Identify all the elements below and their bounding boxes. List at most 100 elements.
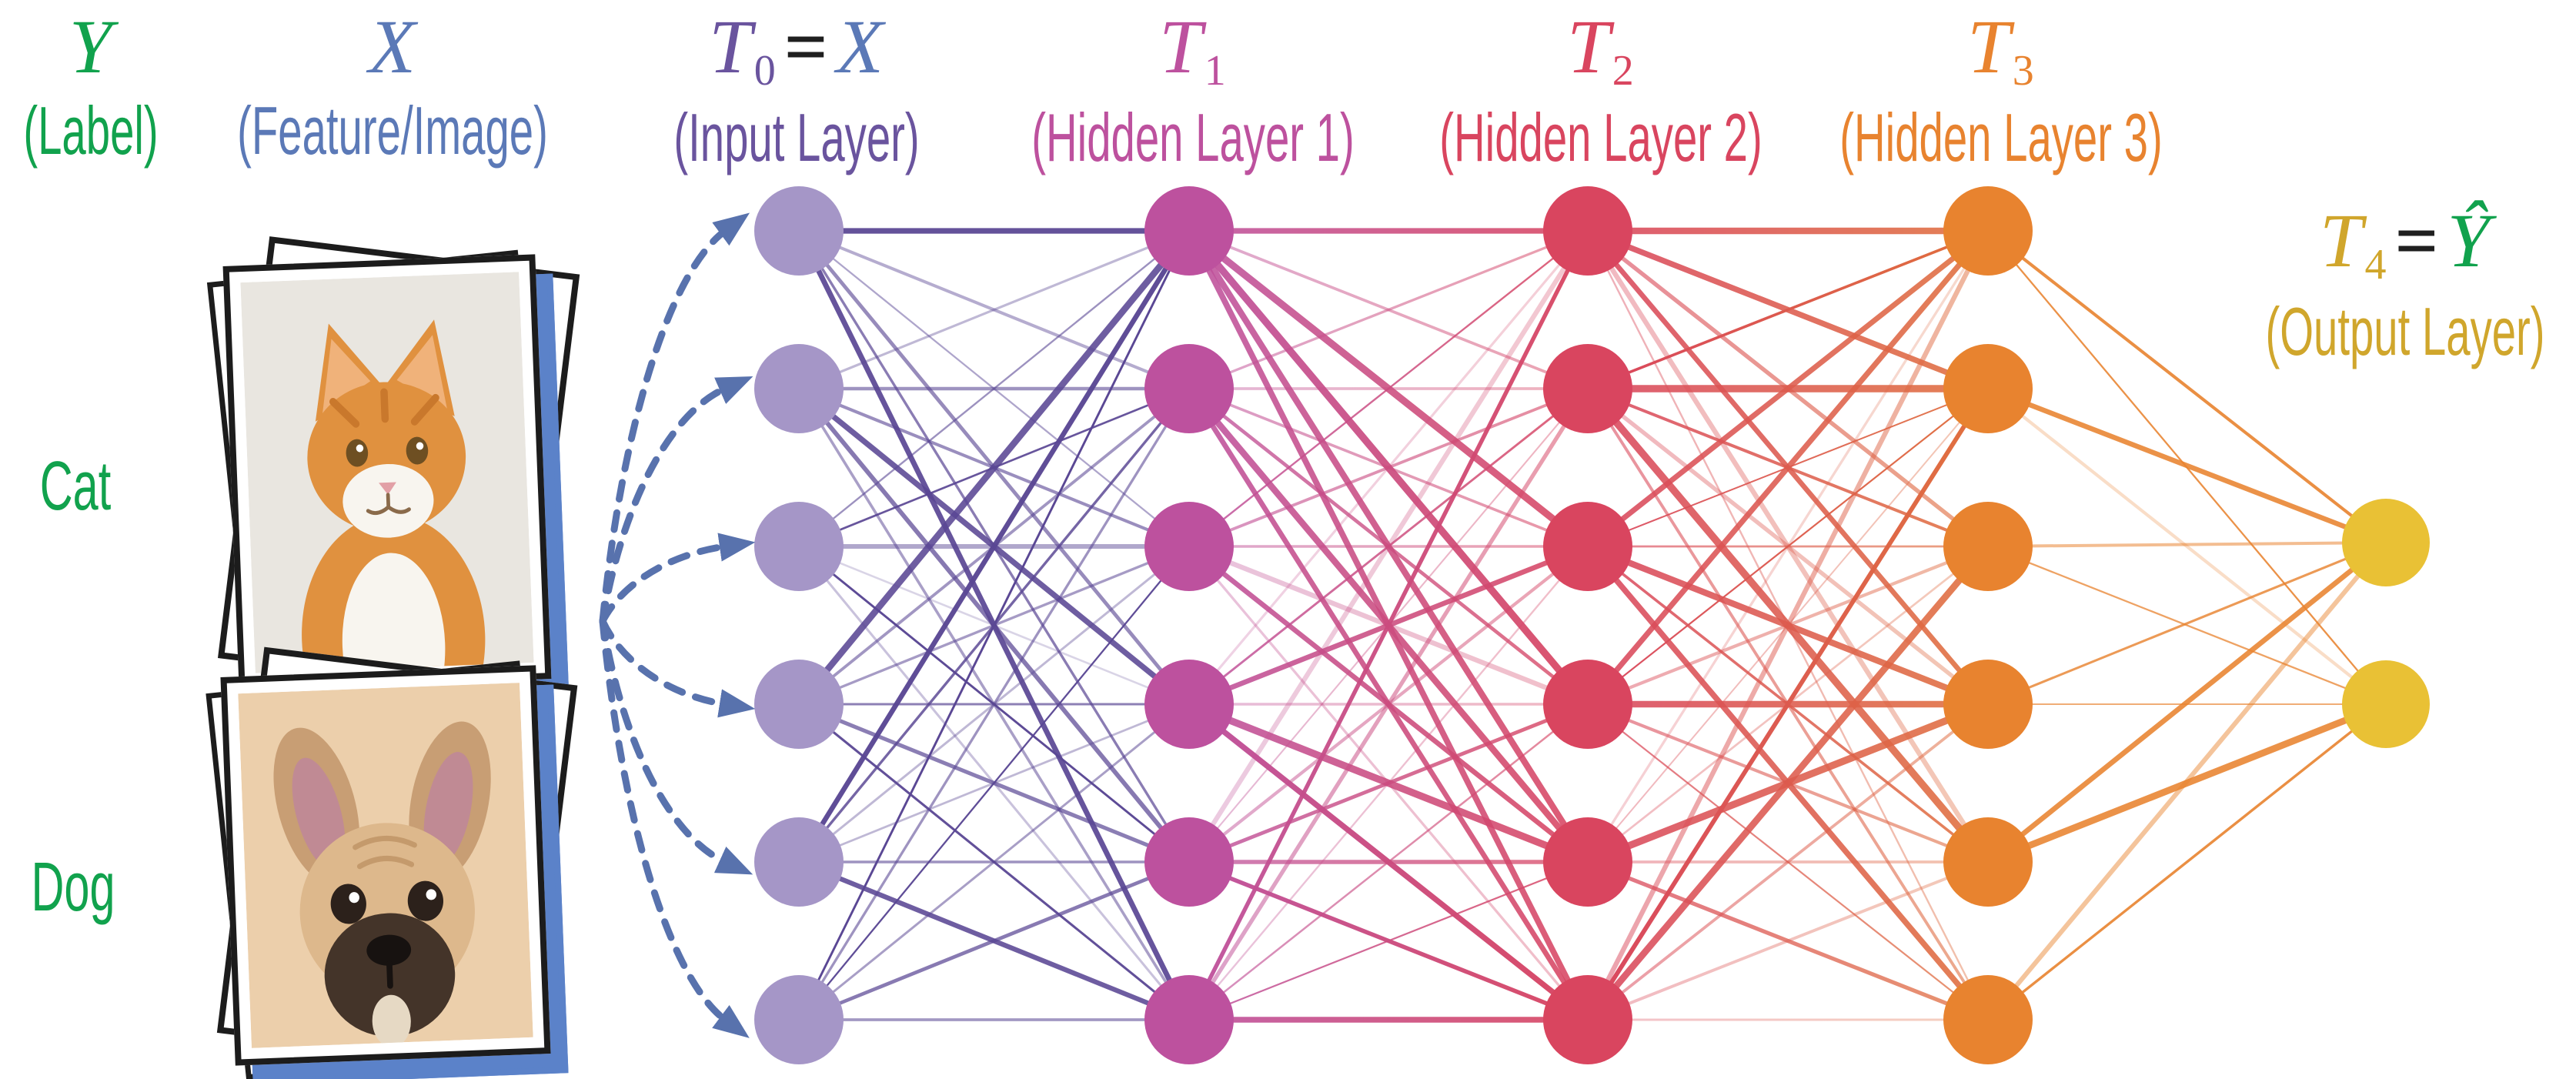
dog-photo (220, 665, 551, 1066)
header-caption: (Hidden Layer 2) (1348, 103, 1853, 172)
cat-photo (222, 254, 552, 691)
hidden3-node (1943, 502, 2033, 591)
header-caption: (Hidden Layer 3) (1749, 99, 2253, 175)
input-feed-arrow (599, 212, 750, 625)
edge-hidden1-hidden2 (1188, 229, 1589, 706)
column-header-x: X(Feature/Image) (150, 8, 636, 165)
input-feed-arrow (599, 617, 750, 1038)
edge-input-hidden1 (798, 229, 1190, 390)
hidden3-node (1943, 344, 2033, 433)
column-header-y: Y(Label) (0, 8, 196, 165)
math-symbol: Ŷ (2447, 198, 2491, 283)
edge-hidden1-hidden2 (1188, 703, 1589, 1021)
edge-layer (796, 227, 2388, 1023)
input-node (754, 186, 844, 276)
math-symbol: Y (68, 4, 113, 89)
input-feed-arrow (599, 617, 756, 718)
edge-hidden1-hidden2 (1188, 229, 1589, 390)
input-node (754, 502, 844, 591)
math-symbol: T (2319, 198, 2364, 283)
math-subscript: 0 (753, 46, 777, 95)
edge-hidden2-hidden3 (1586, 703, 1990, 1021)
header-math-line: T0=X (605, 8, 989, 93)
header-math-line: T3 (1749, 8, 2253, 93)
math-subscript: 1 (1204, 46, 1227, 95)
hidden2-node (1543, 502, 1632, 591)
header-caption-text: (Hidden Layer 3) (1839, 99, 2163, 175)
hidden3-node (1943, 975, 2033, 1064)
edge-hidden2-hidden3 (1585, 229, 1990, 707)
node-layer (754, 186, 2430, 1064)
edge-hidden3-output (1986, 541, 2388, 1021)
edge-input-hidden1 (797, 229, 1191, 864)
output-node (2342, 660, 2430, 748)
edge-input-hidden1 (797, 230, 1191, 1021)
header-caption-text: (Input Layer) (673, 99, 920, 175)
input-arrow-layer (599, 212, 756, 1038)
row-label-dog: Dog (9, 853, 136, 922)
math-symbol: T (1967, 4, 2011, 89)
edge-hidden2-hidden3 (1585, 229, 1990, 1021)
edge-hidden3-output (1987, 541, 2387, 548)
dog-illustration (238, 683, 533, 1048)
cat-illustration (240, 272, 534, 673)
dog-photo-stack (205, 646, 578, 1079)
column-header-t0: T0=X(Input Layer) (605, 8, 989, 172)
hidden3-node (1943, 817, 2033, 907)
hidden2-node (1543, 975, 1632, 1064)
edge-hidden2-hidden3 (1585, 387, 1990, 1021)
math-symbol: T (1567, 4, 1611, 89)
input-feed-arrow (599, 376, 753, 625)
row-label-cat: Cat (22, 452, 129, 521)
input-feed-arrow (599, 533, 756, 625)
hidden3-node (1943, 660, 2033, 749)
header-caption: (Hidden Layer 1) (941, 99, 1445, 175)
edge-hidden3-output (1986, 229, 2387, 544)
hidden1-node (1144, 817, 1234, 907)
input-node (754, 660, 844, 749)
hidden2-node (1543, 344, 1632, 433)
output-layer-header: T4=Ŷ(Output Layer) (2187, 202, 2576, 366)
edge-hidden2-hidden3 (1585, 544, 1991, 1022)
edge-hidden2-hidden3 (1587, 229, 1989, 390)
edge-hidden3-output (1986, 700, 2387, 866)
edge-hidden3-output (1986, 387, 2387, 706)
input-node (754, 817, 844, 907)
input-feed-arrow (599, 617, 753, 875)
edge-hidden3-output (1987, 545, 2387, 706)
column-header-t1: T1(Hidden Layer 1) (941, 8, 1445, 172)
column-header-t3: T3(Hidden Layer 3) (1749, 8, 2253, 172)
header-caption-text: (Label) (23, 92, 159, 169)
edge-input-hidden1 (798, 860, 1190, 1022)
header-caption: (Feature/Image) (150, 97, 636, 165)
edge-input-hidden1 (797, 388, 1191, 1021)
math-subscript: 2 (1612, 46, 1635, 95)
edge-hidden2-hidden3 (1586, 230, 1990, 863)
edge-hidden3-output (1986, 703, 2387, 1021)
header-math-line: T1 (941, 8, 1445, 93)
math-symbol: T (709, 4, 753, 89)
header-caption-text: (Hidden Layer 1) (1031, 99, 1355, 175)
hidden1-node (1144, 186, 1234, 276)
hidden2-node (1543, 817, 1632, 907)
hidden1-node (1144, 344, 1234, 433)
hidden2-node (1543, 186, 1632, 276)
edge-hidden1-hidden2 (1188, 860, 1589, 1021)
edge-hidden1-hidden2 (1187, 229, 1590, 864)
header-caption-text: (Output Layer) (2265, 292, 2545, 369)
input-node (754, 344, 844, 433)
hidden1-node (1144, 975, 1234, 1064)
header-math-line: T2 (1348, 8, 1853, 93)
math-symbol: X (368, 4, 417, 89)
hidden1-node (1144, 502, 1234, 591)
edge-hidden3-output (1986, 540, 2388, 864)
edge-hidden2-hidden3 (1587, 860, 1989, 1021)
edge-hidden2-hidden3 (1585, 229, 1990, 549)
math-subscript: 3 (2012, 46, 2035, 95)
edge-hidden3-output (1987, 541, 2387, 706)
hidden1-node (1144, 660, 1234, 749)
header-caption: (Label) (0, 97, 196, 165)
cat-photo-stack (206, 236, 580, 710)
